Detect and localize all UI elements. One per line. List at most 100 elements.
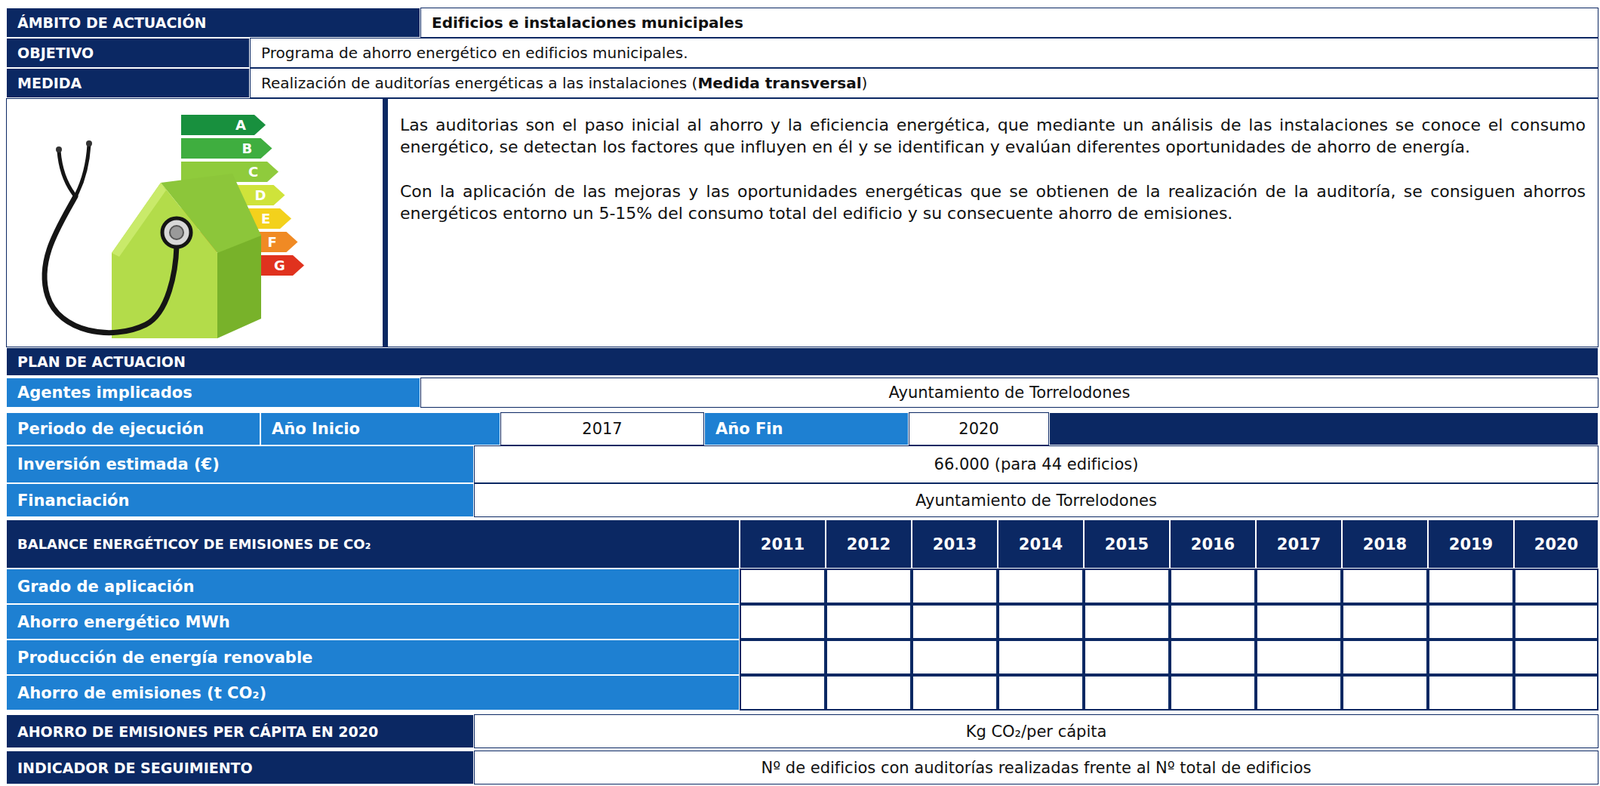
year-value-cell	[1341, 639, 1428, 675]
table-text: PLAN DE ACTUACION	[17, 353, 186, 370]
table-cell: Ahorro energético MWh	[6, 603, 740, 640]
table-text: 2018	[1363, 535, 1407, 554]
year-value-cell	[1513, 639, 1599, 675]
year-value-cell	[1341, 674, 1428, 711]
table-cell: 2016	[1169, 519, 1256, 569]
table-cell: ÁMBITO DE ACTUACIÓN	[6, 7, 421, 38]
table-text: 2017	[1276, 535, 1321, 554]
table-cell: 2020	[908, 412, 1050, 446]
year-value-cell	[825, 603, 912, 640]
year-value-cell	[1341, 568, 1428, 604]
table-text: AHORRO DE EMISIONES PER CÁPITA EN 2020	[17, 723, 379, 740]
table-text: Programa de ahorro energético en edifici…	[261, 43, 689, 62]
table-text: ÁMBITO DE ACTUACIÓN	[17, 14, 207, 31]
table-cell: 66.000 (para 44 edificios)	[473, 445, 1599, 484]
table-text: INDICADOR DE SEGUIMIENTO	[17, 759, 253, 776]
year-value-cell	[825, 639, 912, 675]
table-text: Las auditorias son el paso inicial al ah…	[400, 113, 1586, 158]
energy-class-letter: A	[235, 114, 247, 136]
table-cell: 2017	[500, 412, 705, 446]
table-cell: Grado de aplicación	[6, 568, 740, 604]
year-value-cell	[1427, 568, 1514, 604]
year-value-cell	[739, 674, 826, 711]
year-value-cell	[911, 568, 998, 604]
table-cell: 2018	[1341, 519, 1428, 569]
filler-cell	[1049, 412, 1599, 446]
table-cell: AHORRO DE EMISIONES PER CÁPITA EN 2020	[6, 713, 474, 748]
year-value-cell	[1083, 639, 1170, 675]
table-text: 2012	[846, 535, 891, 554]
table-cell: Programa de ahorro energético en edifici…	[249, 37, 1599, 68]
table-cell: Año Inicio	[260, 412, 501, 446]
table-text: Ayuntamiento de Torrelodones	[889, 383, 1131, 402]
energy-class-letter: C	[248, 161, 259, 182]
table-text: MEDIDA	[17, 74, 82, 92]
table-text: Año Fin	[715, 419, 783, 438]
year-value-cell	[739, 639, 826, 675]
table-cell: Año Fin	[704, 412, 909, 446]
table-cell: Financiación	[6, 483, 474, 517]
year-value-cell	[1255, 603, 1342, 640]
table-text: 2015	[1104, 535, 1149, 554]
table-cell: MEDIDA	[6, 67, 250, 99]
table-text: Ayuntamiento de Torrelodones	[915, 491, 1157, 510]
table-text: 2013	[932, 535, 977, 554]
year-value-cell	[911, 674, 998, 711]
table-text: OBJETIVO	[17, 44, 94, 62]
year-value-cell	[1169, 603, 1256, 640]
table-cell: 2017	[1255, 519, 1342, 569]
stethoscope	[44, 140, 191, 333]
table-cell: 2014	[997, 519, 1084, 569]
table-cell: BALANCE ENERGÉTICOY DE EMISIONES DE CO₂	[6, 519, 740, 569]
table-cell: INDICADOR DE SEGUIMIENTO	[6, 750, 474, 785]
table-cell: Nº de edificios con auditorías realizada…	[473, 750, 1599, 785]
table-cell: OBJETIVO	[6, 37, 250, 68]
table-text: 2019	[1449, 535, 1493, 554]
year-value-cell	[997, 674, 1084, 711]
table-text: Nº de edificios con auditorías realizada…	[761, 758, 1312, 777]
table-cell: 2012	[825, 519, 912, 569]
table-text: Medida transversal	[697, 73, 862, 93]
table-cell: 2011	[739, 519, 826, 569]
table-text: 2020	[1534, 535, 1579, 554]
year-value-cell	[997, 603, 1084, 640]
energy-class-arrow	[181, 114, 266, 136]
year-value-cell	[1255, 674, 1342, 711]
table-cell: Periodo de ejecución	[6, 412, 261, 446]
table-text: 66.000 (para 44 edificios)	[934, 455, 1139, 474]
table-text: Ahorro energético MWh	[17, 612, 231, 631]
year-value-cell	[1427, 603, 1514, 640]
energy-class-arrow	[181, 138, 273, 159]
year-value-cell	[1427, 674, 1514, 711]
table-text: 2014	[1018, 535, 1063, 554]
year-value-cell	[1513, 603, 1599, 640]
table-text: Agentes implicados	[17, 383, 193, 402]
table-text: Periodo de ejecución	[17, 419, 204, 438]
table-text: Producción de energía renovable	[17, 648, 313, 667]
table-cell: Producción de energía renovable	[6, 639, 740, 675]
year-value-cell	[825, 674, 912, 711]
table-text: Con la aplicación de las mejoras y las o…	[400, 180, 1586, 225]
table-text: 2011	[760, 535, 805, 554]
year-value-cell	[1169, 674, 1256, 711]
energy-class-letter: B	[242, 138, 253, 159]
house-front	[111, 182, 218, 339]
year-value-cell	[1513, 568, 1599, 604]
table-text: Ahorro de emisiones (t CO₂)	[17, 683, 267, 702]
year-value-cell	[997, 639, 1084, 675]
year-value-cell	[911, 603, 998, 640]
table-cell: Edificios e instalaciones municipales	[420, 7, 1599, 38]
house-icon	[111, 173, 262, 339]
table-cell: 2019	[1427, 519, 1514, 569]
year-value-cell	[1083, 603, 1170, 640]
year-value-cell	[1513, 674, 1599, 711]
table-text: Financiación	[17, 491, 130, 510]
table-text: Edificios e instalaciones municipales	[431, 13, 744, 32]
table-text: 2016	[1190, 535, 1235, 554]
year-value-cell	[1341, 603, 1428, 640]
year-value-cell	[1083, 568, 1170, 604]
table-text: Realización de auditorías energéticas a …	[261, 73, 698, 93]
table-cell: Kg CO₂/per cápita	[473, 713, 1599, 748]
table-cell: 2013	[911, 519, 998, 569]
